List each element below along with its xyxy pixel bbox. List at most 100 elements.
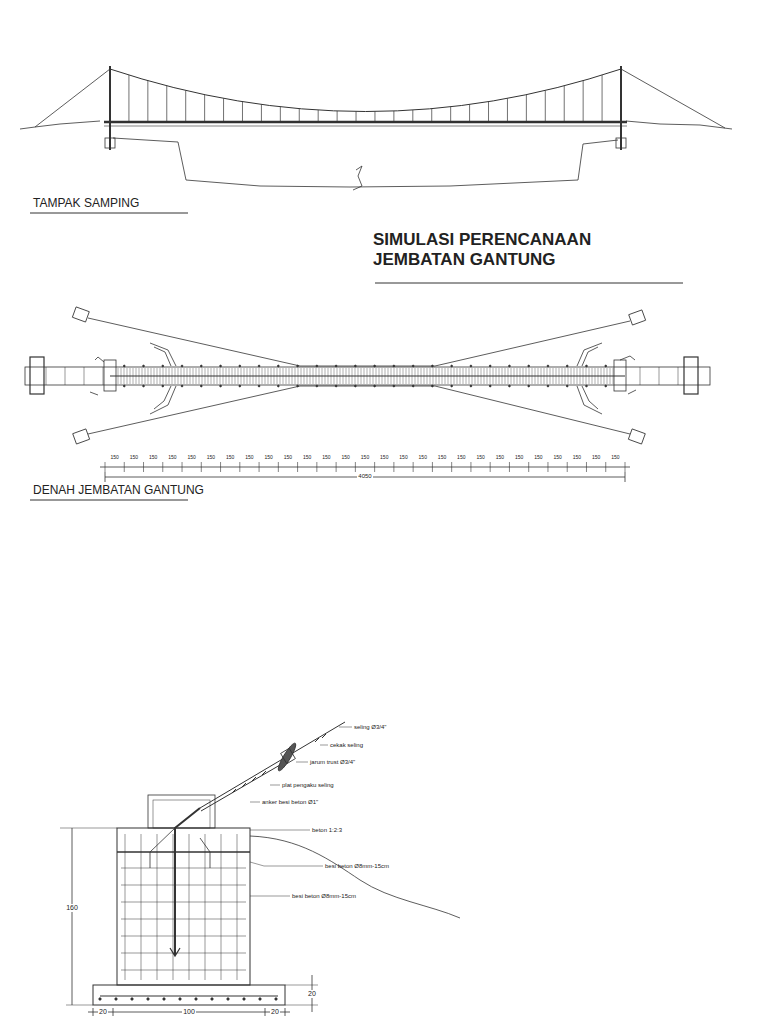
dimension-label: 150 [130,455,138,461]
rebar-dot [470,365,472,367]
deck-plank [250,368,251,384]
deck-plank [538,368,539,384]
deck-plank [301,368,302,384]
rebar [125,834,126,980]
rebar-dot [162,365,164,367]
deck-plank [574,368,575,384]
rebar-dot [200,365,202,367]
deck-plank [259,368,260,384]
deck-plank [505,368,506,384]
dimension-tick [239,462,240,472]
rebar-dot [220,365,222,367]
deck-plank [613,368,614,384]
deck-plank [385,368,386,384]
leader-line [250,727,352,896]
deck-plank [271,368,272,384]
dimension-tick [586,462,587,472]
rebar-dot [489,385,491,387]
deck-plank [208,368,209,384]
rebar-dot [123,365,125,367]
rebar-dot [163,998,165,1000]
rebar [117,851,250,853]
wind-tie [577,343,602,366]
deck-plank [253,368,254,384]
deck-plank [244,368,245,384]
deck-plank [439,368,440,384]
abutment [30,357,44,394]
dimension-label: 150 [553,455,561,461]
deck-plank [610,368,611,384]
dimension-tick [336,462,337,472]
deck-plank [430,368,431,384]
hanger [337,111,338,121]
deck-plank [517,368,518,384]
hanger [469,104,470,121]
deck-plank [460,368,461,384]
rebar-dot [123,385,125,387]
dimension-tick [105,472,106,482]
deck-plank [511,368,512,384]
deck-plank [199,368,200,384]
rebar-dot [143,385,145,387]
wind-cable [435,386,630,434]
rebar-dot [181,365,183,367]
deck-plank [154,368,155,384]
wind-tie [150,386,176,414]
turnbuckle [281,748,296,763]
extension-line [66,1005,93,1006]
deck-plank [403,368,404,384]
dimension-label: 150 [592,455,600,461]
deck-plank [349,368,350,384]
rebar-dot [509,365,511,367]
deck-plank [334,368,335,384]
deck-plank [220,368,221,384]
deck-plank [232,368,233,384]
deck-plank [469,368,470,384]
ground-line [250,836,460,918]
ground-line [20,121,100,129]
deck-plank [448,368,449,384]
wing-wall [90,356,636,395]
dimension-label: 150 [168,455,176,461]
callout-label: jarum trust Ø3/4" [310,759,355,766]
dimension-label: 150 [476,455,484,461]
dimension-label: 150 [515,455,523,461]
wind-tie [582,347,598,366]
deck-plank [118,368,119,384]
hanger [166,86,167,121]
deck-plank [541,368,542,384]
deck-plank [283,368,284,384]
dimension-tick [316,462,317,472]
deck-plank [292,368,293,384]
dimension-tick [278,462,279,472]
deck-plank [196,368,197,384]
dimension-tick [374,462,375,472]
title-underline [30,213,188,214]
deck-plank [358,368,359,384]
deck-plank [451,368,452,384]
wind-cable [88,318,300,366]
deck-plank [508,368,509,384]
deck-plank [397,368,398,384]
callout-label: beton 1:2:3 [312,827,342,834]
wind-tie [582,386,598,409]
dimension-label: 20 [270,1008,280,1016]
rebar-dot [258,385,260,387]
rebar-dot [489,365,491,367]
title-underline [30,500,188,501]
wind-tie [154,347,171,366]
rebar-dot [115,998,117,1000]
dimension-tick [259,462,260,472]
dimension-tick [355,462,356,472]
deck-plank [436,368,437,384]
dimension-tick [297,462,298,472]
deck-plank [442,368,443,384]
rebar-dot [277,365,279,367]
deck-plank [487,368,488,384]
rebar [121,953,246,954]
dimension-label: 150 [457,455,465,461]
view-title: TAMPAK SAMPING [33,197,139,210]
dimension-tick [432,462,433,472]
deck-plank [65,367,66,385]
